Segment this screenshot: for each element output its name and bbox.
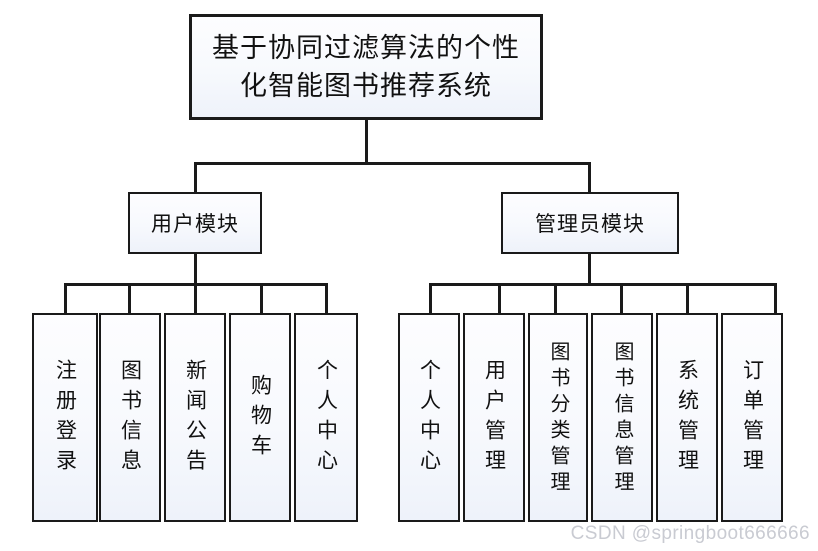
module-node-user[interactable]: 用户模块 — [128, 192, 262, 254]
root-node-label: 基于协同过滤算法的个性化智能图书推荐系统 — [212, 32, 520, 101]
leaf-node-label-book-info-mgmt: 图书信息管理 — [611, 340, 633, 497]
connector-admin-module-stem — [588, 252, 591, 284]
connector-leaf-shopping-cart — [260, 283, 263, 315]
leaf-node-book-category-mgmt[interactable]: 图书分类管理 — [528, 313, 588, 522]
leaf-node-personal-center[interactable]: 个人中心 — [294, 313, 358, 522]
leaf-node-label-shopping-cart: 购物车 — [248, 373, 273, 464]
leaf-node-label-personal-center: 个人中心 — [314, 358, 339, 479]
connector-root-stem — [365, 120, 368, 163]
connector-to-admin-module — [588, 162, 591, 194]
connector-leaf-news-notice — [194, 283, 197, 315]
connector-leaf-book-info-mgmt — [620, 283, 623, 315]
module-node-label-user: 用户模块 — [151, 212, 239, 236]
leaf-node-news-notice[interactable]: 新闻公告 — [164, 313, 226, 522]
leaf-node-label-book-category-mgmt: 图书分类管理 — [547, 340, 569, 497]
connector-leaf-register-login — [64, 283, 67, 315]
csdn-watermark: CSDN @springboot666666 — [570, 523, 810, 544]
module-node-label-admin: 管理员模块 — [535, 212, 645, 236]
leaf-node-user-management[interactable]: 用户管理 — [463, 313, 525, 522]
leaf-node-label-personal-center-admin: 个人中心 — [417, 358, 442, 479]
leaf-node-system-management[interactable]: 系统管理 — [656, 313, 718, 522]
leaf-node-shopping-cart[interactable]: 购物车 — [229, 313, 291, 522]
leaf-node-label-order-management: 订单管理 — [740, 358, 765, 479]
leaf-node-personal-center-admin[interactable]: 个人中心 — [398, 313, 460, 522]
leaf-node-order-management[interactable]: 订单管理 — [721, 313, 783, 522]
connector-leaf-user-management — [498, 283, 501, 315]
connector-user-module-stem — [194, 252, 197, 284]
connector-to-user-module — [194, 162, 197, 194]
leaf-node-book-info[interactable]: 图书信息 — [99, 313, 161, 522]
module-node-admin[interactable]: 管理员模块 — [501, 192, 679, 254]
connector-leaf-personal-center — [325, 283, 328, 315]
connector-leaf-book-info — [128, 283, 131, 315]
connector-leaf-personal-center-admin — [429, 283, 432, 315]
connector-admin-leaf-bus — [429, 283, 777, 286]
leaf-node-register-login[interactable]: 注册登录 — [32, 313, 98, 522]
leaf-node-label-user-management: 用户管理 — [482, 358, 507, 479]
leaf-node-label-news-notice: 新闻公告 — [183, 358, 208, 479]
leaf-node-label-system-management: 系统管理 — [675, 358, 700, 479]
leaf-node-book-info-mgmt[interactable]: 图书信息管理 — [591, 313, 653, 522]
leaf-node-label-book-info: 图书信息 — [118, 358, 143, 479]
leaf-node-label-register-login: 注册登录 — [53, 358, 78, 479]
root-node-system[interactable]: 基于协同过滤算法的个性化智能图书推荐系统 — [189, 14, 543, 120]
connector-level2-bus — [194, 162, 591, 165]
connector-leaf-order-management — [774, 283, 777, 315]
connector-leaf-system-management — [686, 283, 689, 315]
connector-leaf-book-category-mgmt — [554, 283, 557, 315]
